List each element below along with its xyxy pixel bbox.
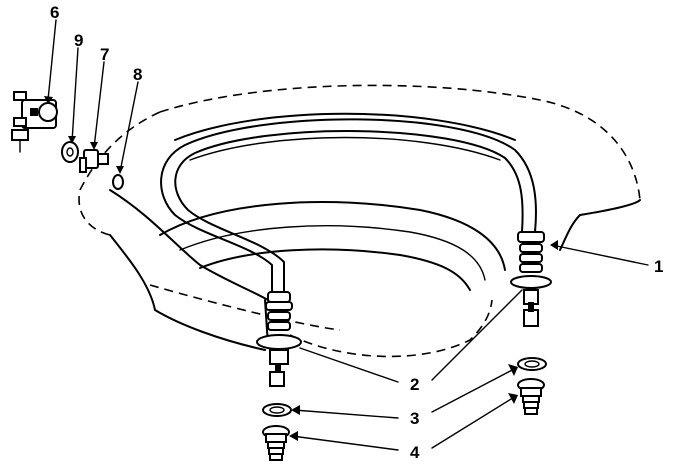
left-washer-plug [262,403,292,461]
right-fitting [510,231,552,327]
leader-lines [44,19,649,451]
part-9-washer [61,141,79,163]
callout-7: 7 [100,45,109,64]
callout-2: 2 [410,375,419,394]
callout-labels: 6 9 7 8 1 2 3 4 [50,3,663,462]
tub-outline [78,84,641,358]
callout-1: 1 [654,257,663,276]
left-fitting [256,291,302,387]
callout-9: 9 [74,31,83,50]
callout-8: 8 [133,65,142,84]
right-washer-plug [517,357,547,415]
tube-loop [160,118,537,293]
callout-6: 6 [50,3,59,22]
part-7-fitting [79,149,109,173]
callout-3: 3 [410,409,419,428]
callout-4: 4 [410,443,420,462]
part-8-oring [112,174,124,190]
pressure-switch [11,91,58,153]
